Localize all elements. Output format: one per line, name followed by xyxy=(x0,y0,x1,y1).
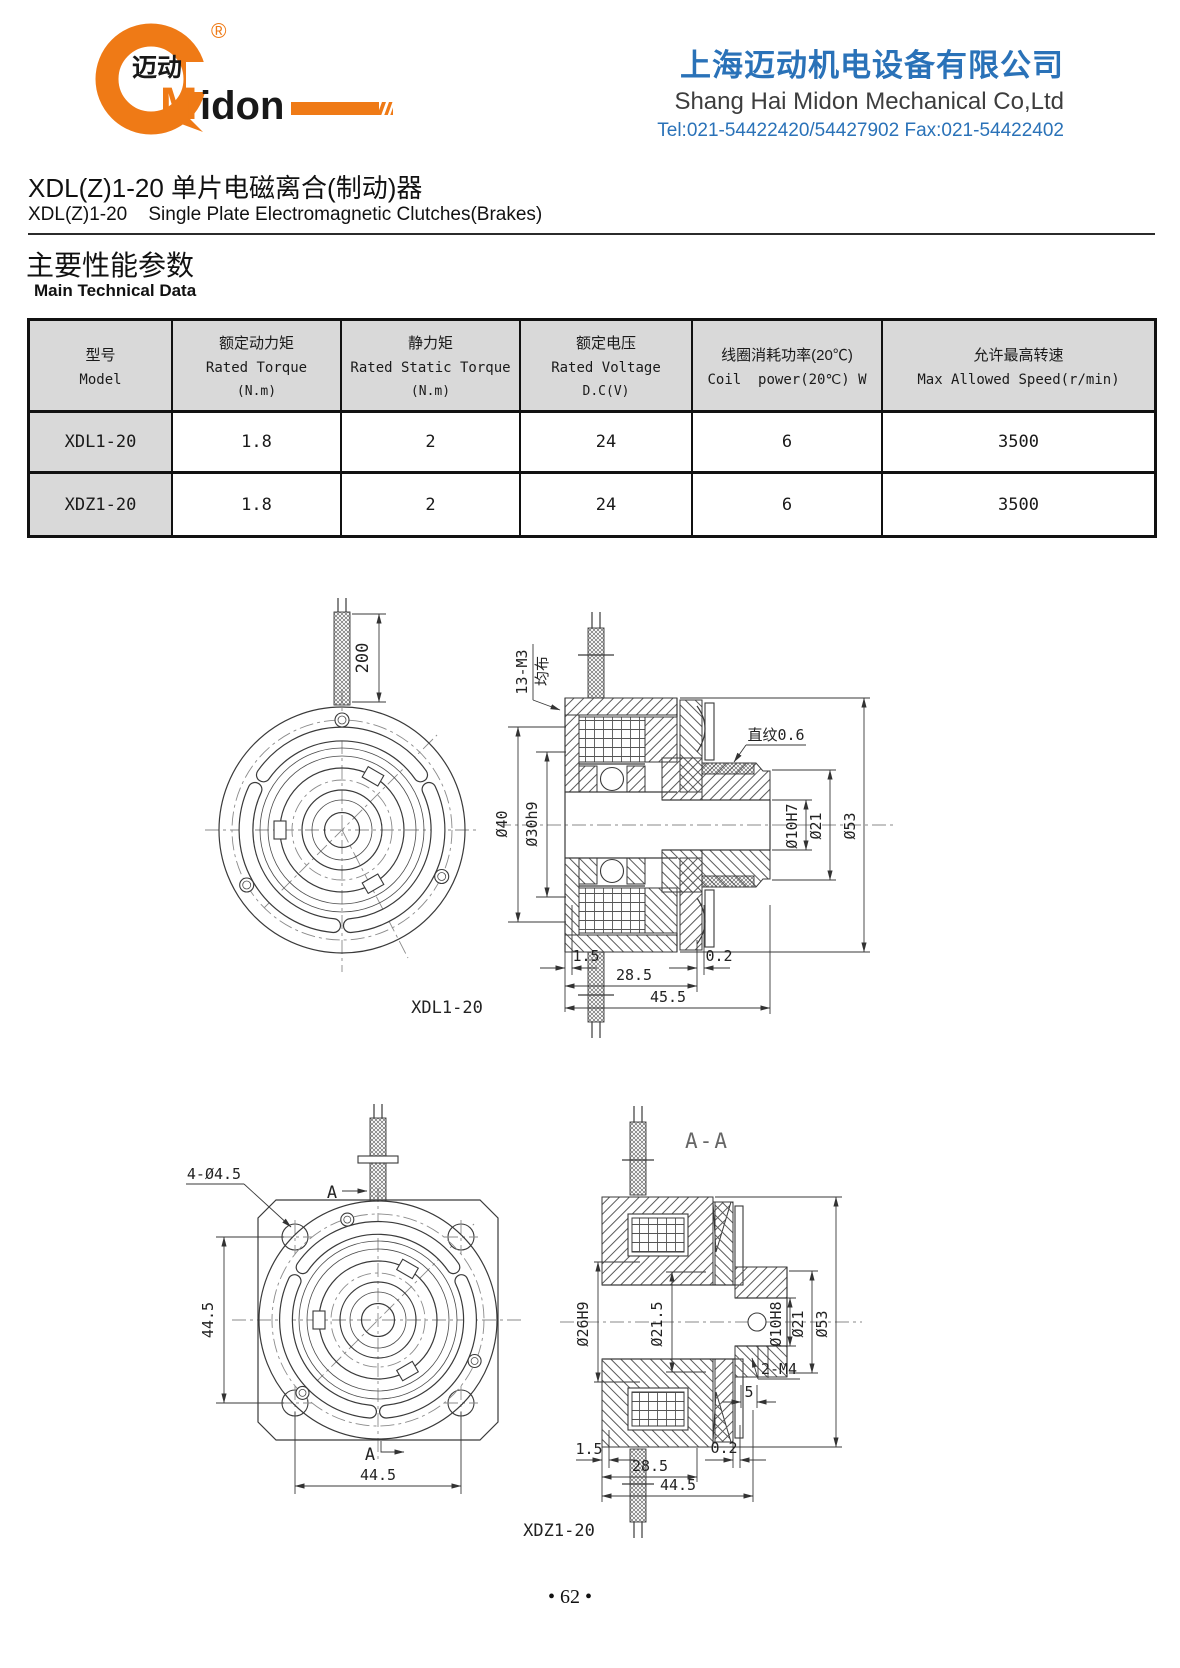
table-cell: 1.8 xyxy=(173,413,342,474)
dim-cable-length xyxy=(352,613,386,703)
dim-label-2m4: 2-M4 xyxy=(761,1360,797,1378)
col-header-rated-torque: 额定动力矩 Rated Torque (N.m) xyxy=(173,321,342,413)
dim-label-d53b: Ø53 xyxy=(813,1310,831,1337)
arc-slots xyxy=(238,726,446,934)
product-title-en: XDL(Z)1-20 Single Plate Electromagnetic … xyxy=(28,204,1155,235)
col-header-max-speed: 允许最高转速 Max Allowed Speed(r/min) xyxy=(883,321,1154,413)
screw-holes xyxy=(239,712,450,893)
company-contact: Tel:021-54422420/54427902 Fax:021-544224… xyxy=(657,120,1064,141)
section-mark-a-bottom: A xyxy=(365,1445,375,1465)
dim-label-28_5b: 28.5 xyxy=(632,1457,668,1475)
arc-slots xyxy=(279,1220,477,1419)
logo-ring-tail xyxy=(168,107,203,132)
col-header-static-torque: 静力矩 Rated Static Torque (N.m) xyxy=(342,321,521,413)
armature-notches xyxy=(273,765,385,895)
dim-label-junbu: 均布 xyxy=(533,656,551,686)
dim-label-1_5b: 1.5 xyxy=(575,1440,602,1458)
mounting-holes xyxy=(278,1220,478,1420)
dim-label-d21_5: Ø21.5 xyxy=(648,1301,666,1346)
logo-bar xyxy=(291,102,379,115)
screw-holes xyxy=(295,1212,482,1400)
section-title-en: Main Technical Data xyxy=(34,281,197,300)
xdl-section-upper-half xyxy=(564,612,771,825)
dim-xdl-bottom xyxy=(540,905,771,1014)
section-title-aa: A-A xyxy=(685,1129,729,1153)
table-cell: 3500 xyxy=(998,494,1039,515)
dim-label-d26h9: Ø26H9 xyxy=(574,1301,592,1346)
dim-label-5: 5 xyxy=(744,1383,753,1401)
armature-notches xyxy=(312,1258,420,1382)
midon-logo-icon: 迈动 ® M idon xyxy=(95,20,403,135)
xdl-section-view: Ø40 Ø30h9 13-M3 均布 Ø10H7 Ø21 Ø53 直纹0.6 xyxy=(493,612,893,1039)
lead-wire xyxy=(333,598,351,706)
xdl-view-label: XDL1-20 xyxy=(411,998,483,1018)
dim-label-d53: Ø53 xyxy=(841,812,859,839)
dim-label-28_5: 28.5 xyxy=(616,966,652,984)
table-cell: 3500 xyxy=(883,413,1154,474)
xdz-section-upper-half xyxy=(601,1106,788,1322)
dim-label-44_5-left: 44.5 xyxy=(199,1302,217,1338)
table-cell: 24 xyxy=(521,413,693,474)
logo-brand-cn: 迈动 xyxy=(132,54,182,82)
col-header-coil-power: 线圈消耗功率(20℃) Coil power(20℃) W xyxy=(693,321,883,413)
dim-label-0_2b: 0.2 xyxy=(710,1439,737,1457)
company-block: 上海迈动机电设备有限公司 Shang Hai Midon Mechanical … xyxy=(657,40,1064,142)
section-mark-a-top: A xyxy=(327,1183,337,1203)
dim-xdl-right xyxy=(680,697,870,953)
dim-label-d10h7: Ø10H7 xyxy=(783,803,801,848)
dim-label-200: 200 xyxy=(353,643,373,674)
logo-brand-m: M xyxy=(160,78,198,129)
xdz-view-label: XDZ1-20 xyxy=(523,1521,595,1541)
table-cell: 2 xyxy=(342,413,521,474)
logo-ring-gap xyxy=(186,62,212,92)
page-number: • 62 • xyxy=(547,1586,592,1608)
table-cell: 1.8 xyxy=(173,474,342,535)
dim-label-13m3: 13-M3 xyxy=(513,649,531,694)
table-cell: 24 xyxy=(521,474,693,535)
technical-data-table: 型号 Model 额定动力矩 Rated Torque (N.m) 静力矩 Ra… xyxy=(27,318,1157,538)
dim-xdl-left xyxy=(508,644,566,923)
dim-label-44_5b: 44.5 xyxy=(660,1476,696,1494)
product-title-cn: XDL(Z)1-20 单片电磁离合(制动)器 xyxy=(28,173,423,203)
company-name-en: Shang Hai Midon Mechanical Co,Ltd xyxy=(674,88,1064,115)
table-cell: 2 xyxy=(342,474,521,535)
dim-label-d21: Ø21 xyxy=(807,812,825,839)
dim-xdz-bottom xyxy=(576,1410,766,1502)
registered-mark-icon: ® xyxy=(211,20,227,43)
xdl-front-view: 200 XDL1-20 xyxy=(205,598,483,1018)
dim-label-4xd4_5: 4-Ø4.5 xyxy=(187,1165,241,1183)
dim-label-d40: Ø40 xyxy=(493,810,511,837)
section-title-cn: 主要性能参数 xyxy=(26,250,195,281)
dim-label-d10h8: Ø10H8 xyxy=(767,1301,785,1346)
table-cell: 6 xyxy=(693,474,883,535)
dim-label-knurl: 直纹0.6 xyxy=(747,726,804,744)
table-cell: 6 xyxy=(693,413,883,474)
dim-label-45_5: 45.5 xyxy=(650,988,686,1006)
table-row-model: XDL1-20 xyxy=(30,413,173,474)
company-name-cn: 上海迈动机电设备有限公司 xyxy=(680,48,1064,83)
dim-label-44_5-bottom: 44.5 xyxy=(360,1466,396,1484)
logo-brand-rest: idon xyxy=(200,84,284,128)
dim-label-1_5: 1.5 xyxy=(572,947,599,965)
dim-label-d21b: Ø21 xyxy=(789,1310,807,1337)
midon-logo: 迈动 ® M idon xyxy=(48,4,403,159)
dim-xdz-front xyxy=(186,1183,462,1494)
table-row-model: XDZ1-20 xyxy=(30,474,173,535)
xdz-section-view: A-A xyxy=(560,1106,862,1539)
col-header-model: 型号 Model xyxy=(30,321,173,413)
dim-label-d30h9: Ø30h9 xyxy=(523,801,541,846)
dim-xdz-section xyxy=(594,1196,842,1448)
xdz-front-view: 4-Ø4.5 44.5 44.5 A A XDZ1-20 xyxy=(186,1104,595,1541)
col-header-rated-voltage: 额定电压 Rated Voltage D.C(V) xyxy=(521,321,693,413)
dim-label-0_2: 0.2 xyxy=(705,947,732,965)
lead-wire xyxy=(357,1104,399,1202)
